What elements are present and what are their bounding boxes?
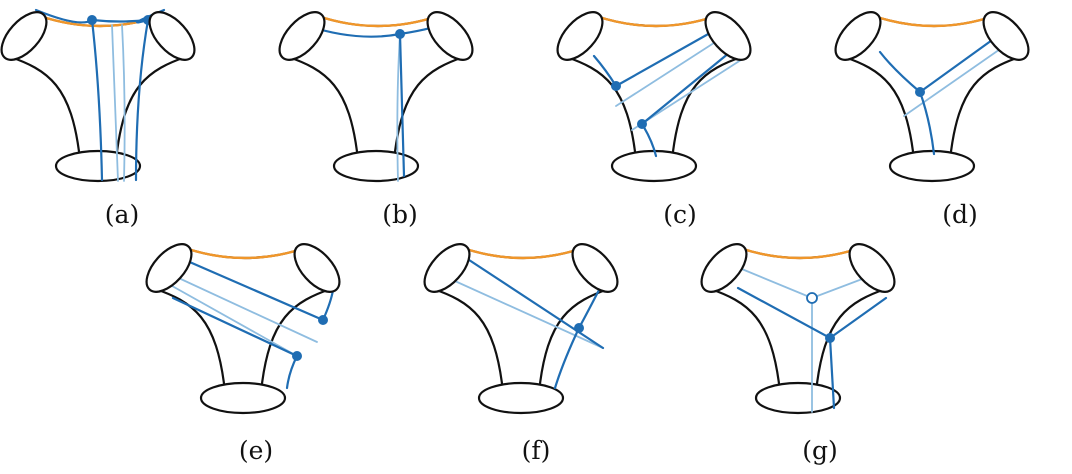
seam-curve [740,248,860,258]
vertex [574,323,584,333]
seam-curve [596,16,716,26]
panel-label-a: (a) [105,200,139,229]
vertex [395,29,405,39]
panel-label-f: (f) [522,436,551,465]
vertex [292,351,302,361]
seam-curve [874,16,994,26]
vertex [611,81,621,91]
panel-a [0,4,203,181]
panel-d [827,4,1036,181]
panel-label-e: (e) [239,436,273,465]
seam-curve [318,16,438,26]
panel-label-c: (c) [663,200,697,229]
panel-label-g: (g) [802,436,838,465]
vertex [915,87,925,97]
panel-c [549,4,758,181]
light-curve [435,272,603,348]
vertex-open [807,293,817,303]
panel-g [693,236,902,413]
panel-label-d: (d) [942,200,978,229]
seam-curve [463,248,583,258]
light-curve [157,268,317,356]
vertex [318,315,328,325]
vertex [87,15,97,25]
panel-f [416,236,625,413]
panel-b [271,4,480,181]
panel-e [138,236,347,413]
vertex [825,333,835,343]
dark-curve [880,30,1006,154]
panel-label-b: (b) [382,200,418,229]
vertex [637,119,647,129]
seam-curve [185,248,305,258]
